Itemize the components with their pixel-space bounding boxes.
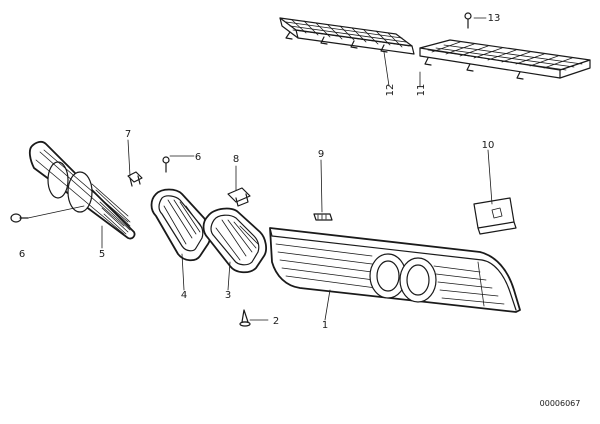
callout-10: 10 xyxy=(482,140,495,151)
callout-7: 7 xyxy=(125,129,131,140)
callout-9: 9 xyxy=(318,149,324,160)
callout-1: 1 xyxy=(322,320,328,331)
rivet-6-left xyxy=(10,213,29,223)
callout-4: 4 xyxy=(181,290,187,301)
bracket-10 xyxy=(473,197,517,235)
callout-labels: 12 11 13 7 6 8 9 10 5 6 4 3 2 1 xyxy=(19,13,501,331)
screw-6-upper xyxy=(162,156,170,173)
grille-panel-11 xyxy=(419,39,591,80)
grille-main-1 xyxy=(269,227,521,313)
callout-11: 11 xyxy=(416,84,427,97)
vent-grille-3 xyxy=(202,207,267,274)
callout-13: 13 xyxy=(488,13,501,24)
callout-3: 3 xyxy=(225,290,231,301)
clip-9 xyxy=(313,213,333,221)
callout-5: 5 xyxy=(99,249,105,260)
diagram-id: 00006067 xyxy=(540,399,581,408)
leader-lines xyxy=(27,17,493,321)
bracket-8 xyxy=(227,187,251,207)
callout-6-left: 6 xyxy=(19,249,25,260)
clip-7 xyxy=(127,171,143,187)
callout-6-upper: 6 xyxy=(195,152,201,163)
callout-8: 8 xyxy=(233,154,239,165)
screw-13 xyxy=(464,12,472,29)
vent-grille-4 xyxy=(150,188,211,262)
callout-2: 2 xyxy=(273,316,279,327)
grille-left-5 xyxy=(28,140,136,240)
grille-panel-12 xyxy=(279,17,415,55)
callout-12: 12 xyxy=(385,84,396,97)
screw-2 xyxy=(239,309,251,327)
